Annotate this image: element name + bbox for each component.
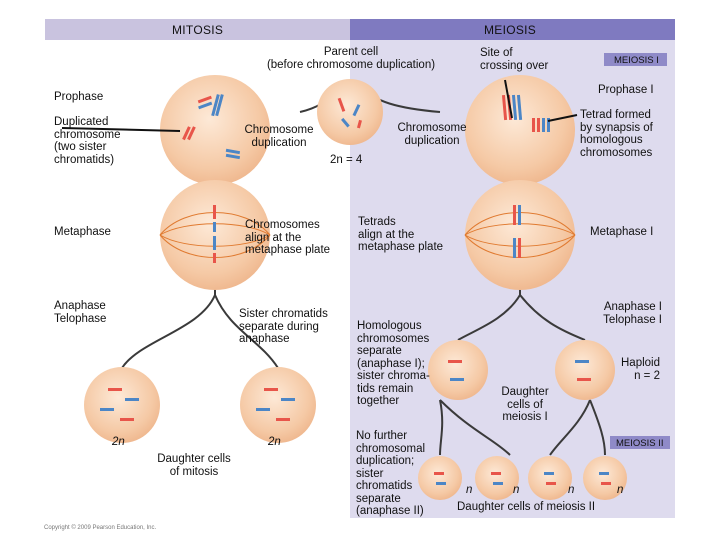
parent-cell [317, 79, 383, 145]
mitosis-daughter-cell-left [84, 367, 160, 443]
sister-chromatids-separate-label: Sister chromatids separate during anapha… [239, 308, 328, 345]
anaphase-telophase-label: Anaphase Telophase [54, 300, 107, 325]
meiosis-ii-daughter-cell-1 [418, 456, 462, 500]
site-crossing-label: Site of crossing over [480, 47, 549, 72]
n-label-4: n [617, 484, 624, 496]
copyright-text: Copyright © 2009 Pearson Education, Inc. [44, 525, 157, 531]
tetrads-align-label: Tetrads align at the metaphase plate [358, 216, 444, 253]
meiosis-metaphase-i-cell [464, 180, 576, 290]
meiosis-ii-daughter-cell-4 [583, 456, 627, 500]
meiosis-header: MEIOSIS [484, 23, 537, 37]
duplicated-chromosome-label: Duplicated chromosome (two sister chroma… [54, 116, 121, 166]
meiosis-i-daughter-cell-right [555, 340, 615, 400]
meiosis-ii-label: MEIOSIS II [616, 438, 664, 449]
meiosis-i-daughter-cell-left [428, 340, 488, 400]
metaphase-i-label: Metaphase I [590, 226, 654, 238]
prophase-i-label: Prophase I [598, 84, 654, 96]
daughter-cells-meiosis-ii-label: Daughter cells of meiosis II [457, 501, 596, 513]
prophase-label: Prophase [54, 91, 104, 103]
homologous-separate-label: Homologous chromosomes separate (anaphas… [357, 320, 430, 407]
meiosis-ii-daughter-cell-3 [528, 456, 572, 500]
metaphase-label: Metaphase [54, 226, 111, 238]
meiosis-ii-daughter-cell-2 [475, 456, 519, 500]
mitosis-metaphase-cell [159, 180, 271, 290]
two-n-right-label: 2n [268, 436, 281, 448]
chromosomes-align-label: Chromosomes align at the metaphase plate [245, 219, 331, 256]
daughter-cells-meiosis-i-label: Daughter cells of meiosis I [501, 386, 549, 423]
daughter-cells-mitosis-label: Daughter cells of mitosis [157, 453, 231, 478]
n-label-1: n [466, 484, 473, 496]
meiosis-header-bar [350, 19, 675, 40]
mitosis-header: MITOSIS [172, 23, 224, 37]
haploid-label: Haploid n = 2 [621, 357, 660, 382]
meiosis-i-badge [604, 53, 667, 66]
mitosis-header-bar [45, 19, 350, 40]
chromosome-duplication-right-label: Chromosome duplication [397, 122, 467, 147]
mitosis-prophase-cell [160, 75, 270, 185]
meiosis-i-label: MEIOSIS I [614, 55, 659, 66]
no-further-duplication-label: No further chromosomal duplication; sist… [356, 430, 426, 517]
two-n-left-label: 2n [112, 436, 125, 448]
meiosis-prophase-i-cell [465, 75, 575, 185]
anaphase-telophase-i-label: Anaphase I Telophase I [603, 301, 662, 326]
parent-cell-label: Parent cell (before chromosome duplicati… [266, 46, 436, 71]
n-label-3: n [568, 484, 575, 496]
chromosome-duplication-left-label: Chromosome duplication [244, 124, 314, 149]
n-label-2: n [513, 484, 520, 496]
meiosis-ii-badge [610, 436, 670, 449]
mitosis-daughter-cell-right [240, 367, 316, 443]
pointer-lines [61, 79, 578, 132]
two-n-four-label: 2n = 4 [330, 154, 363, 166]
tetrad-formed-label: Tetrad formed by synapsis of homologous … [580, 109, 653, 159]
